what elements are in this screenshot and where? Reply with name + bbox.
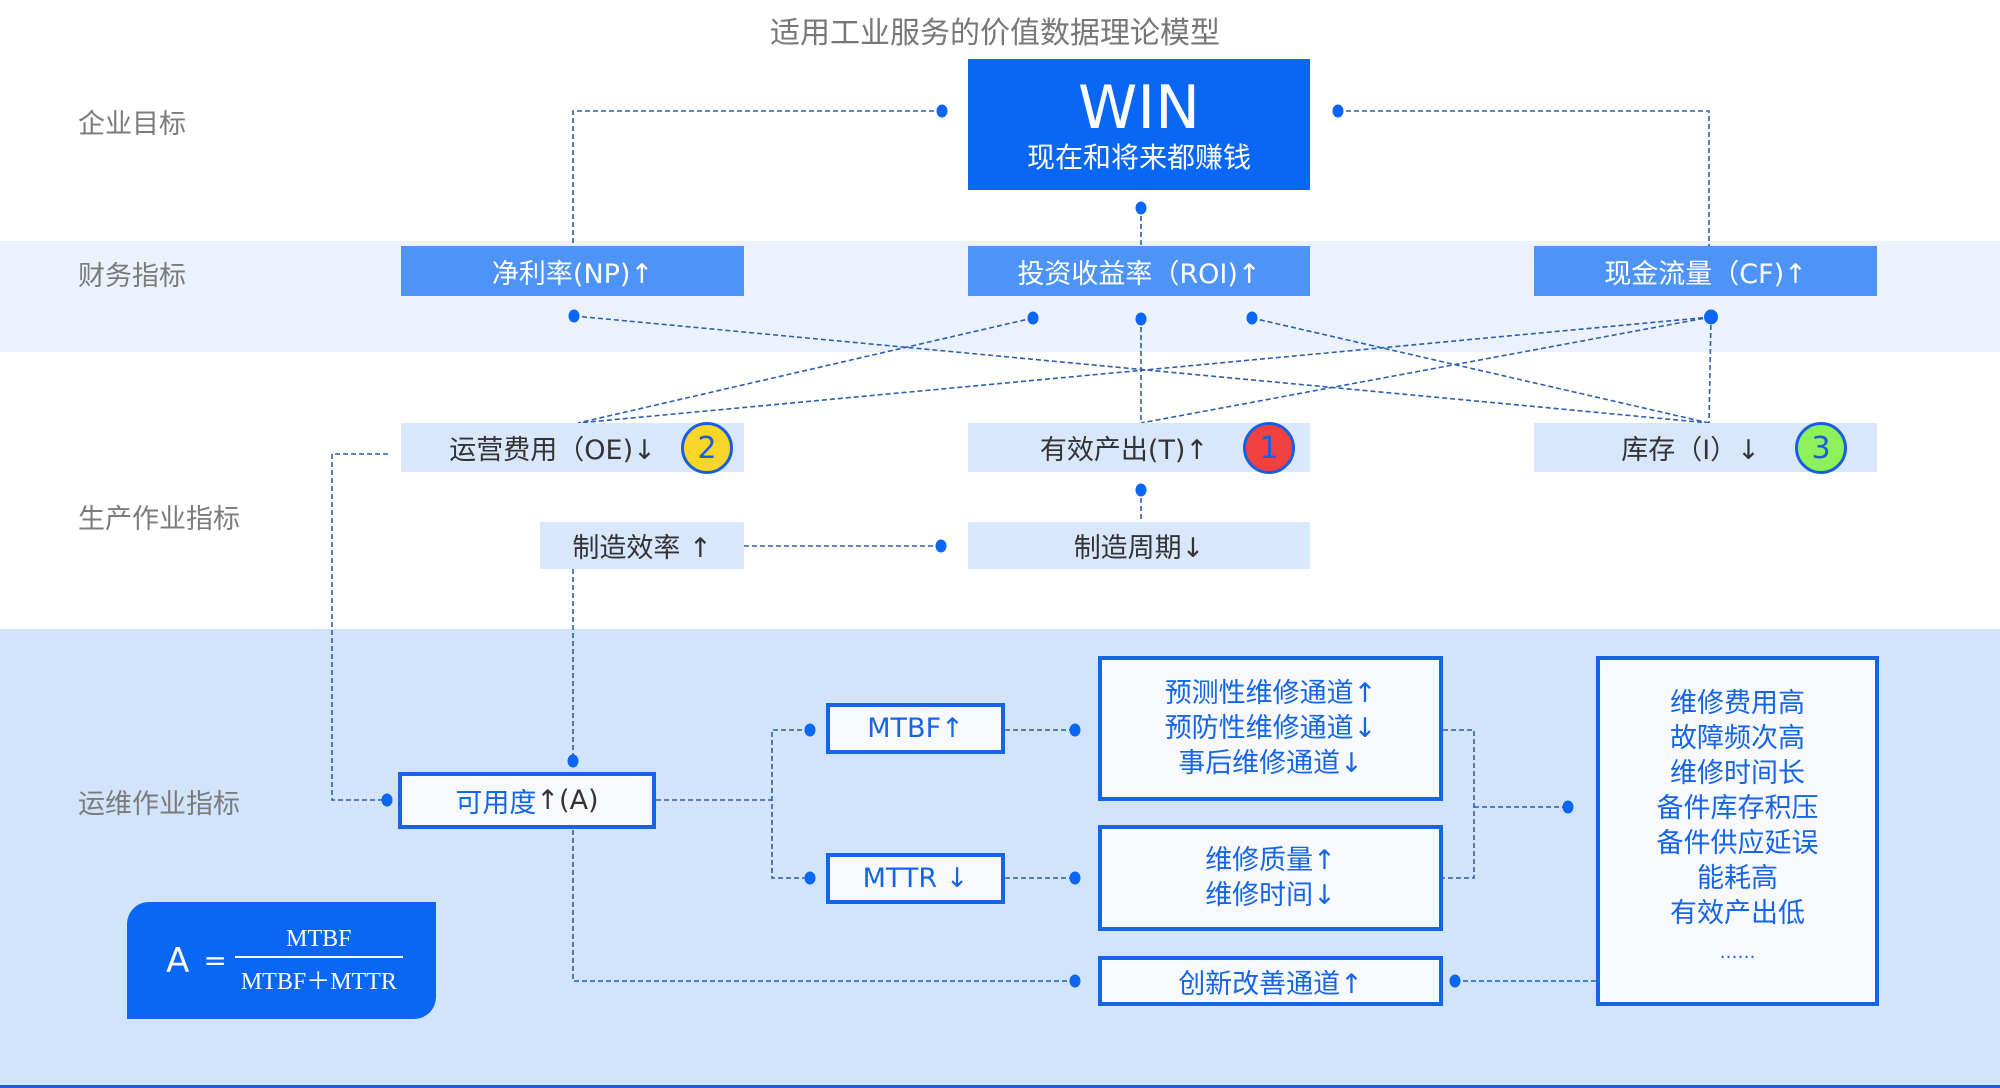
connector-cf-throughput: [1140, 316, 1712, 424]
bottom-rule: [0, 1085, 2000, 1088]
channel-item: 维修时间↓: [1205, 880, 1336, 911]
connector-channels-bracket: [1443, 729, 1475, 879]
goal-headline: WIN: [1078, 72, 1200, 143]
connector-dot: [1135, 312, 1147, 326]
formula-denominator: MTBF＋MTTR: [240, 968, 397, 995]
channel-item: 维修质量↑: [1205, 845, 1336, 876]
problem-item: 有效产出低: [1670, 898, 1805, 929]
ops-mttr-box: MTTR ↓: [826, 853, 1005, 904]
connector-dot: [935, 539, 947, 553]
problem-item: 备件供应延误: [1656, 828, 1819, 859]
availability-suffix: ↑(A): [536, 785, 599, 816]
connector-dot: [1562, 800, 1574, 814]
connector-dot: [568, 309, 580, 323]
problem-item: 故障频次高: [1670, 723, 1805, 754]
formula-fraction: MTBF MTBF＋MTTR: [234, 926, 403, 996]
connector-dot: [1135, 201, 1147, 215]
channel-item: 预测性维修通道↑: [1164, 678, 1377, 709]
problem-item: 维修时间长: [1670, 758, 1805, 789]
row-label-finance: 财务指标: [78, 261, 186, 292]
connector-availability-innovation: [572, 830, 1075, 982]
production-efficiency-box: 制造效率 ↑: [540, 522, 744, 569]
connector-dot: [1704, 309, 1718, 325]
ops-mtbf-channels-box: 预测性维修通道↑ 预防性维修通道↓ 事后维修通道↓: [1098, 656, 1443, 801]
priority-badge-3: 3: [1795, 422, 1847, 474]
problem-item: 维修费用高: [1670, 688, 1805, 719]
availability-label: 可用度: [455, 788, 537, 819]
row-label-operations: 运维作业指标: [78, 789, 240, 820]
ops-innovation-box: 创新改善通道↑: [1098, 956, 1443, 1006]
problem-item: 能耗高: [1697, 863, 1778, 894]
connector-roi-oe: [577, 317, 1034, 424]
ops-mttr-channels-box: 维修质量↑ 维修时间↓: [1098, 825, 1443, 931]
problem-item: 备件库存积压: [1656, 793, 1819, 824]
connector-dot: [804, 871, 816, 885]
production-cycle-box: 制造周期↓: [968, 522, 1310, 569]
finance-np-box: 净利率(NP)↑: [401, 246, 744, 296]
connector-dot: [381, 793, 393, 807]
connector-cf-inventory: [1708, 316, 1712, 424]
connector-dot: [1246, 311, 1258, 325]
connector-dot: [1449, 974, 1461, 988]
connector-oe-availability: [331, 453, 388, 801]
connector-dot: [936, 104, 948, 118]
ops-mtbf-box: MTBF↑: [826, 703, 1005, 754]
connector-dot: [1069, 723, 1081, 737]
priority-badge-2: 2: [681, 422, 733, 474]
problem-item-ellipsis: ……: [1719, 942, 1756, 963]
formula-equals: =: [203, 944, 227, 977]
diagram-title: 适用工业服务的价值数据理论模型: [770, 16, 1220, 51]
connector-cf-oe: [577, 316, 1712, 424]
goal-subtitle: 现在和将来都赚钱: [1026, 140, 1251, 174]
priority-badge-1: 1: [1243, 422, 1295, 474]
ops-availability-box: 可用度↑(A): [398, 772, 656, 829]
goal-win-box: WIN 现在和将来都赚钱: [968, 59, 1310, 190]
connector-dot: [804, 723, 816, 737]
connector-dot: [1332, 104, 1344, 118]
connector-win-cf: [1338, 110, 1710, 246]
connector-win-np: [572, 110, 942, 246]
channel-item: 预防性维修通道↓: [1164, 713, 1377, 744]
formula-numerator: MTBF: [234, 926, 403, 958]
formula-lhs: A: [166, 940, 190, 981]
finance-roi-box: 投资收益率（ROI)↑: [968, 246, 1310, 296]
connector-dot: [1069, 974, 1081, 988]
connector-dot: [1135, 483, 1147, 497]
finance-cf-box: 现金流量（CF)↑: [1534, 246, 1877, 296]
row-label-production: 生产作业指标: [78, 504, 240, 535]
connector-branch-mtbf: [771, 729, 810, 879]
connector-dot: [567, 754, 579, 768]
availability-formula: A = MTBF MTBF＋MTTR: [127, 902, 436, 1019]
channel-item: 事后维修通道↓: [1178, 748, 1363, 779]
connector-dot: [1069, 871, 1081, 885]
connector-roi-inventory: [1251, 317, 1710, 424]
connector-dot: [1027, 311, 1039, 325]
row-label-goal: 企业目标: [78, 109, 186, 140]
ops-problems-box: 维修费用高 故障频次高 维修时间长 备件库存积压 备件供应延误 能耗高 有效产出…: [1596, 656, 1879, 1006]
